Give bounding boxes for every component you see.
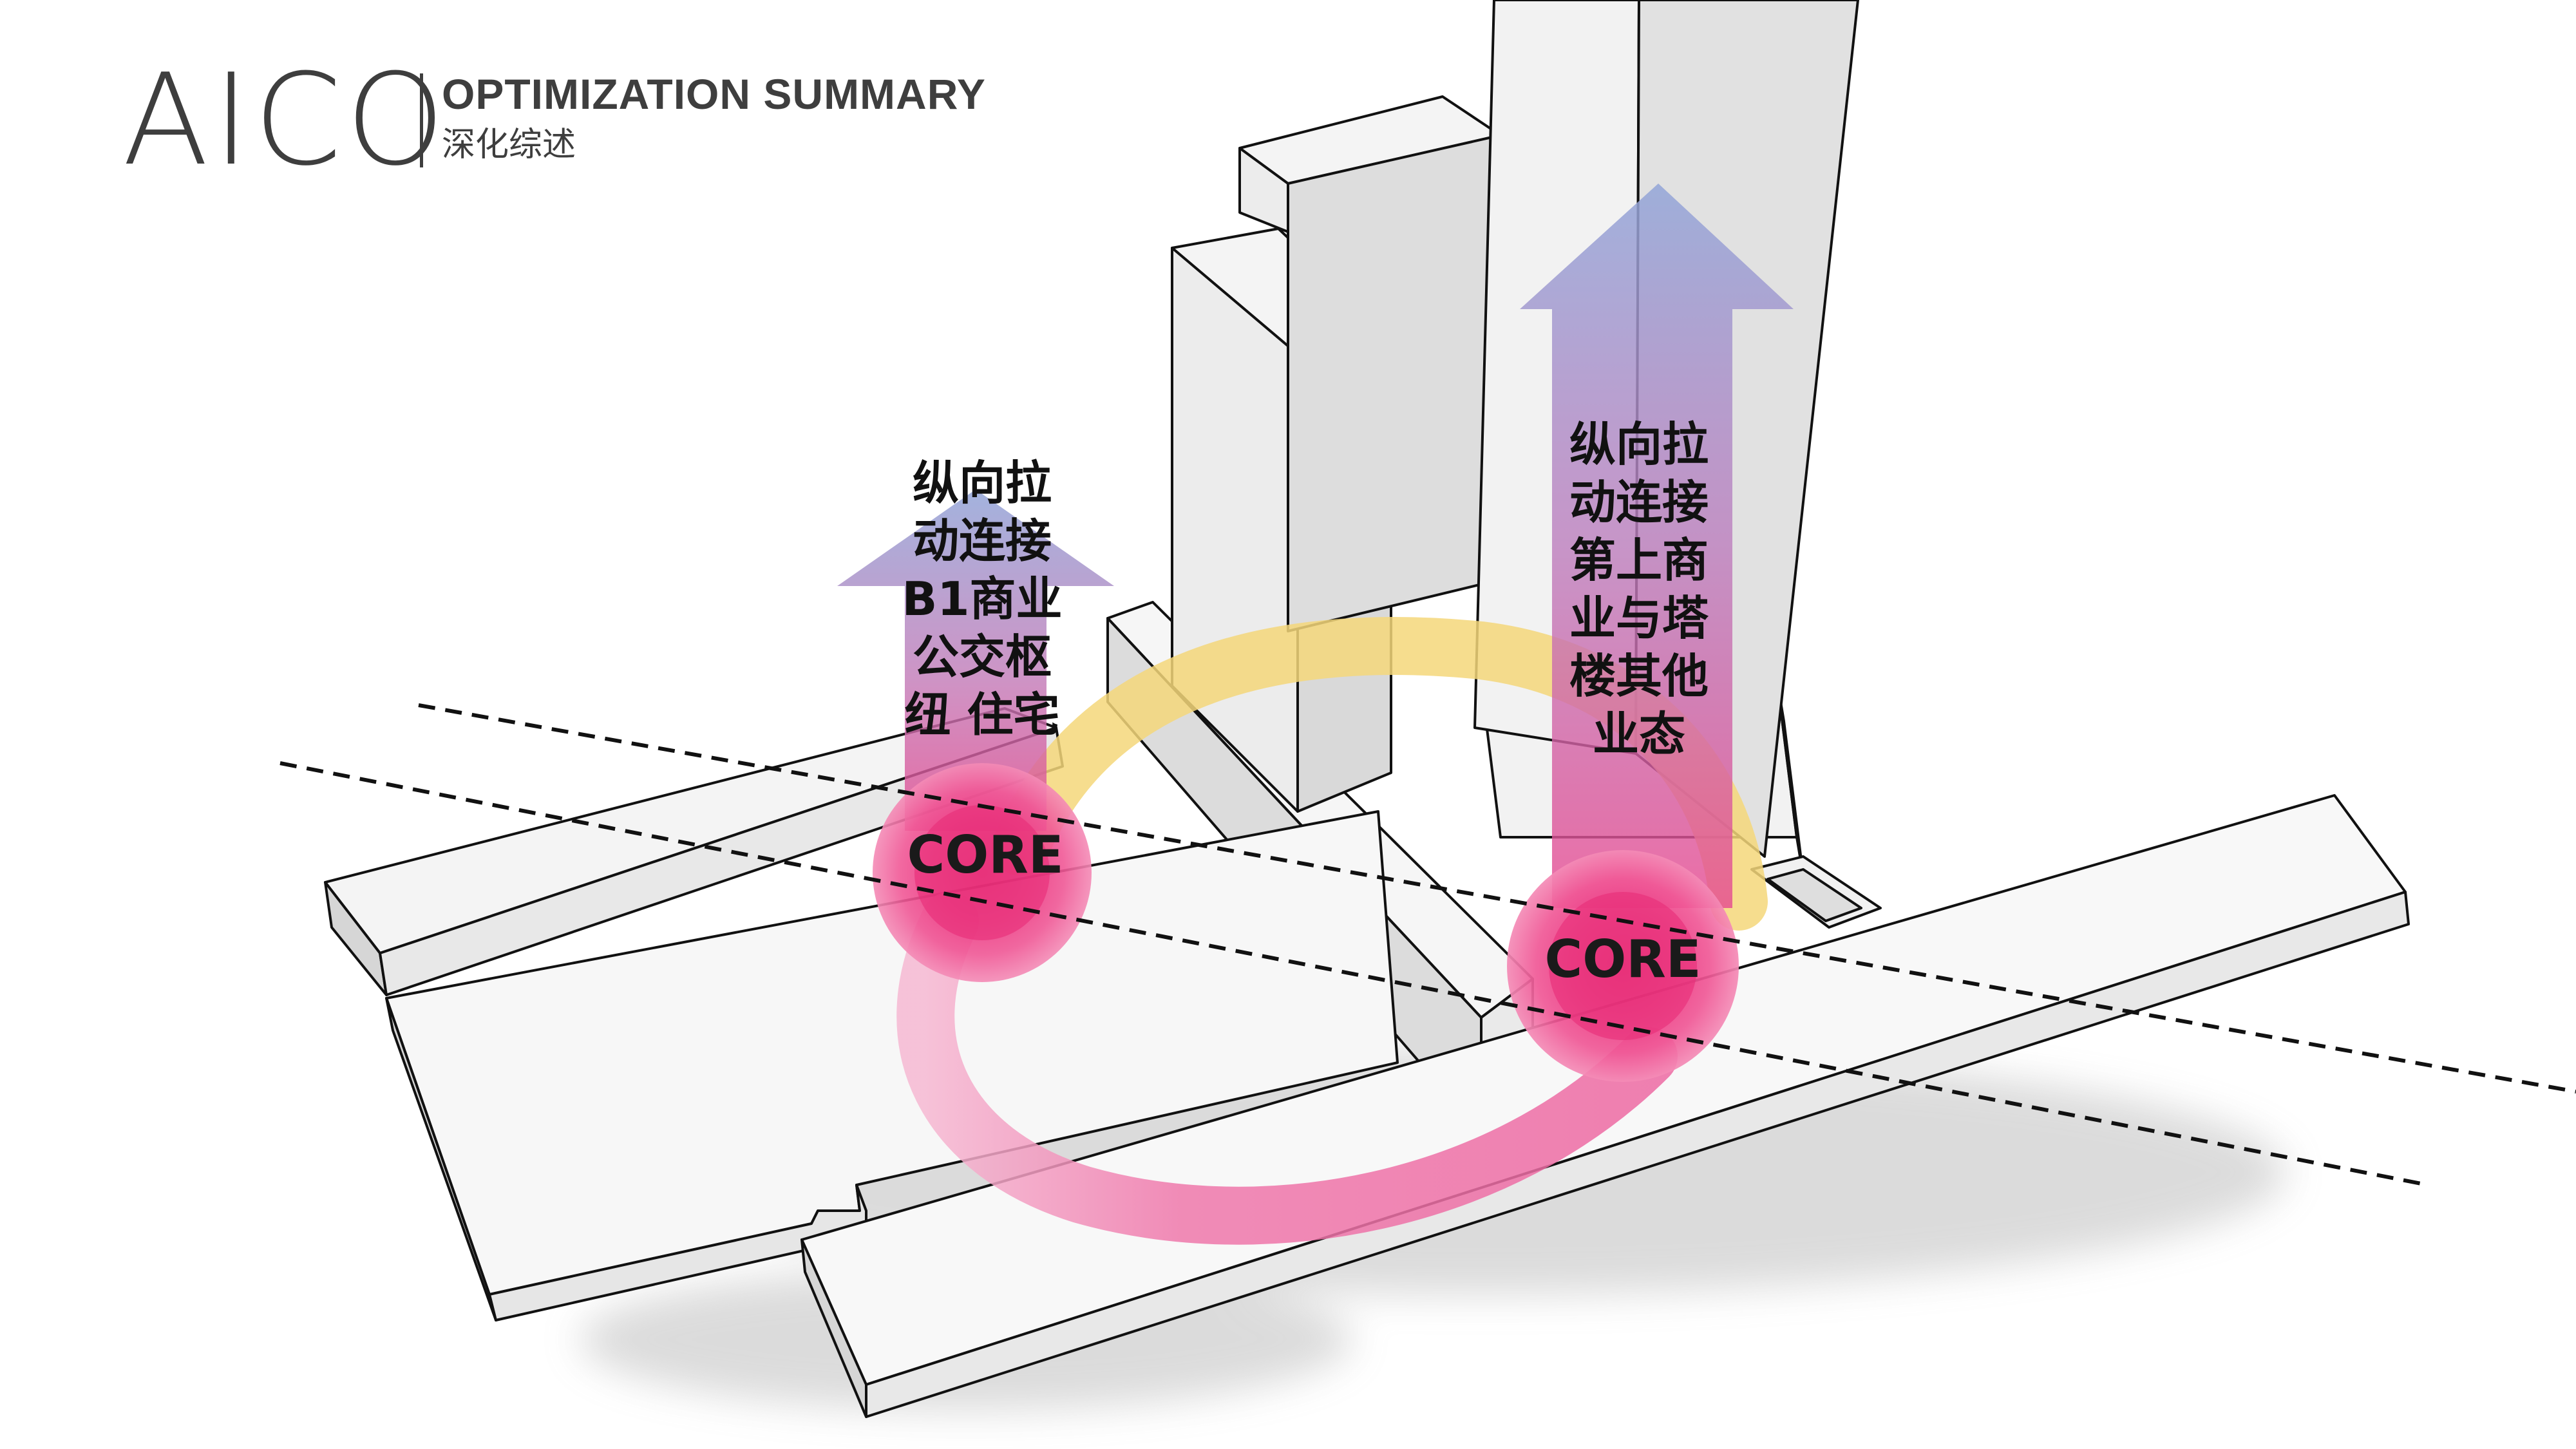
left-arrow-line-1: 纵向拉: [912, 456, 1052, 510]
header-divider: [420, 73, 423, 167]
pink-ring-arc: [896, 892, 1678, 1245]
right-vertical-arrow: [1520, 184, 1794, 908]
right-arrow-line-6: 业态: [1592, 707, 1685, 761]
core-label-left: CORE: [907, 825, 1064, 885]
dashed-axis-line-2: [279, 761, 2429, 1187]
right-arrow-line-3: 第上商: [1569, 533, 1709, 587]
page-title: OPTIMIZATION SUMMARY: [442, 70, 986, 118]
left-vertical-arrow: [837, 489, 1114, 831]
podium-slab-back-left: [324, 707, 1064, 996]
right-arrow-label: 纵向拉 动连接 第上商 业与塔 楼其他 业态: [1542, 415, 1736, 763]
left-arrow-line-4: 公交枢: [912, 630, 1052, 684]
core-label-right: CORE: [1544, 929, 1701, 989]
courtyard-notch: [1750, 855, 1882, 929]
aico-logo: AICO: [122, 47, 450, 194]
dashed-axis-line-1: [418, 703, 2576, 1094]
left-arrow-line-5: 纽 住宅: [904, 688, 1060, 742]
right-arrow-line-5: 楼其他: [1569, 649, 1709, 703]
right-arrow-line-4: 业与塔: [1569, 591, 1709, 645]
left-arrow-label: 纵向拉 动连接 B1商业 公交枢 纽 住宅: [889, 454, 1075, 744]
core-circle-right: [1507, 850, 1739, 1082]
right-arrow-line-2: 动连接: [1569, 475, 1709, 529]
page-subtitle: 深化综述: [442, 126, 576, 164]
left-arrow-line-3: B1商业: [902, 572, 1063, 626]
left-arrow-line-2: 动连接: [912, 514, 1052, 568]
right-arrow-line-1: 纵向拉: [1569, 417, 1709, 471]
core-circle-left: [873, 763, 1092, 982]
